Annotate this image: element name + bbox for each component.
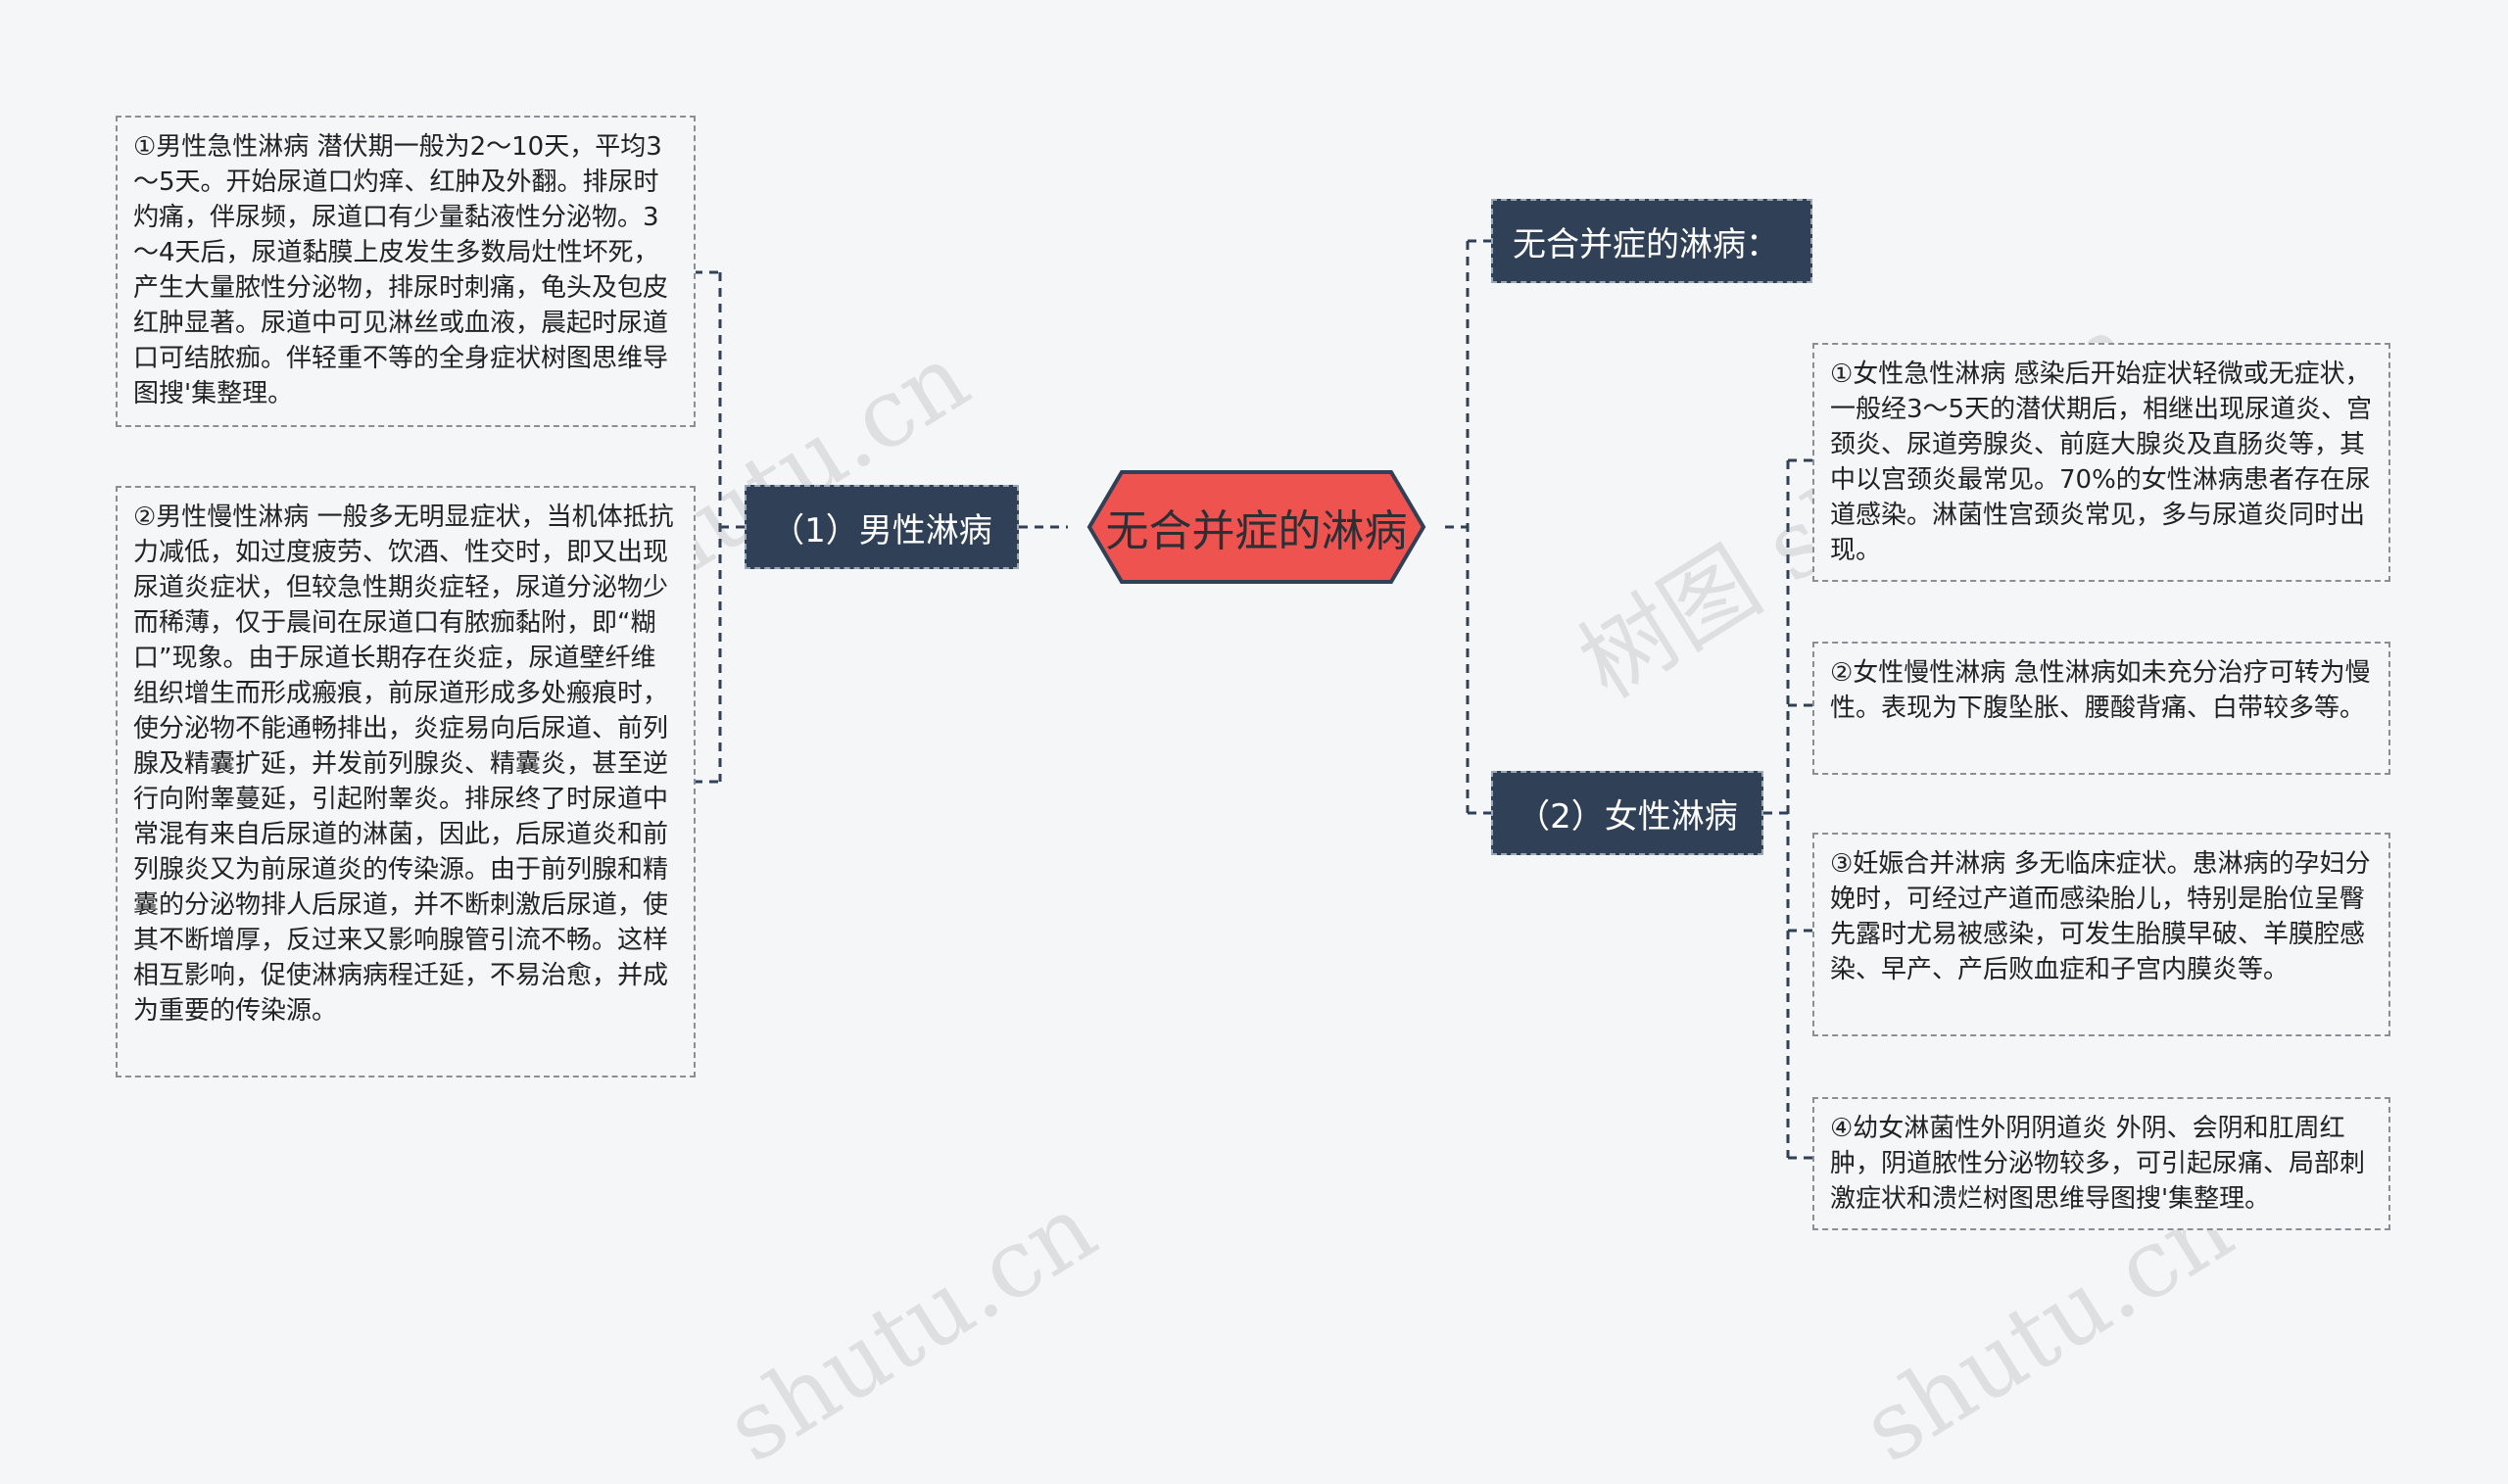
root-label: 无合并症的淋病: [1105, 506, 1408, 556]
root-node[interactable]: 无合并症的淋病: [1068, 468, 1445, 586]
root-hexagon-shape: [1086, 470, 1426, 584]
male-chronic-leaf[interactable]: ②男性慢性淋病 一般多无明显症状，当机体抵抗力减低，如过度疲劳、饮酒、性交时，即…: [116, 486, 696, 1077]
mindmap-canvas: 树图 shutu.cn 树图 shutu.cn shutu.cn shutu.c…: [116, 116, 2390, 1484]
branch-male[interactable]: （1）男性淋病: [745, 485, 1019, 569]
male-acute-leaf[interactable]: ①男性急性淋病 潜伏期一般为2～10天，平均3～5天。开始尿道口灼痒、红肿及外翻…: [116, 116, 696, 427]
link-female-leaves: [1763, 458, 1812, 1160]
girl-vulvovaginitis-leaf[interactable]: ④幼女淋菌性外阴阴道炎 外阴、会阴和肛周红肿，阴道脓性分泌物较多，可引起尿痛、局…: [1812, 1097, 2390, 1230]
female-chronic-leaf[interactable]: ②女性慢性淋病 急性淋病如未充分治疗可转为慢性。表现为下腹坠胀、腰酸背痛、白带较…: [1812, 642, 2390, 775]
link-root-right: [1445, 239, 1491, 815]
branch-female[interactable]: （2）女性淋病: [1491, 771, 1763, 855]
connector-lines: [694, 239, 1812, 1160]
link-male-leaves: [694, 270, 745, 784]
female-acute-leaf[interactable]: ①女性急性淋病 感染后开始症状轻微或无症状，一般经3～5天的潜伏期后，相继出现尿…: [1812, 343, 2390, 582]
pregnancy-leaf[interactable]: ③妊娠合并淋病 多无临床症状。患淋病的孕妇分娩时，可经过产道而感染胎儿，特别是胎…: [1812, 833, 2390, 1036]
branch-intro[interactable]: 无合并症的淋病：: [1491, 199, 1812, 283]
